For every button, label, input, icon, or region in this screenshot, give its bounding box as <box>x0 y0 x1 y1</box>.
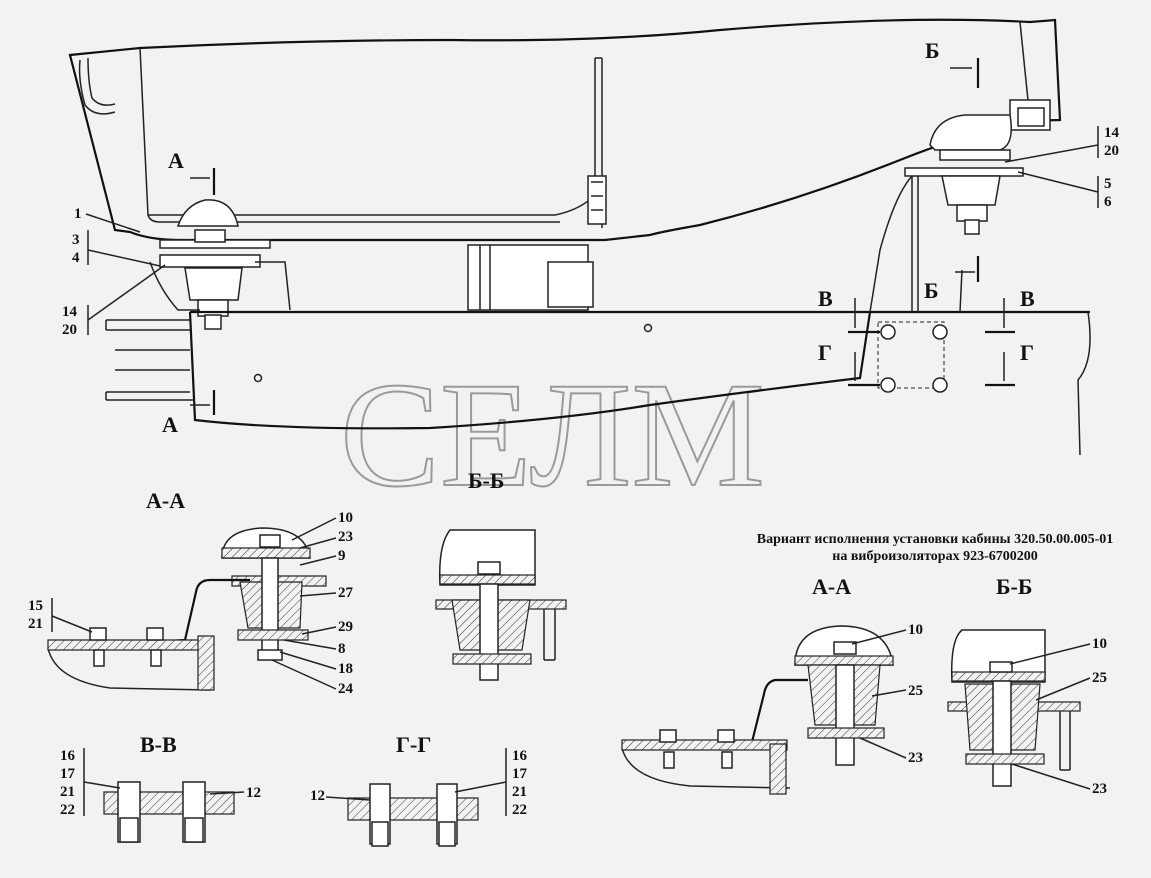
callout-aa-9: 9 <box>338 548 346 564</box>
section-bb <box>435 529 567 681</box>
variant-bb-callouts: 10 25 23 <box>1009 636 1107 797</box>
section-aa-callouts: 10 23 9 27 29 8 18 24 15 21 <box>28 510 354 697</box>
mark-b-bottom: Б <box>924 278 939 303</box>
variant-bb-title: Б-Б <box>996 574 1032 599</box>
callout-aa-23: 23 <box>338 529 353 545</box>
callout-gg-22: 22 <box>512 802 527 818</box>
callout-aa-29: 29 <box>338 619 353 635</box>
callout-20-right: 20 <box>1104 143 1119 159</box>
callout-aa-21: 21 <box>28 616 43 632</box>
section-bb-title: Б-Б <box>468 468 504 493</box>
section-aa <box>47 527 327 691</box>
watermark: СЕЛМ <box>340 352 765 518</box>
front-mount <box>149 199 291 330</box>
mark-a-top: А <box>168 148 184 173</box>
variant-caption-line1: Вариант исполнения установки кабины 320.… <box>757 532 1113 547</box>
callout-aa-27: 27 <box>338 585 354 601</box>
section-vv-title: В-В <box>140 732 177 757</box>
callout-var-aa-10: 10 <box>908 622 923 638</box>
mark-a-bottom: А <box>162 412 178 437</box>
mark-v-right: В <box>1020 286 1035 311</box>
callout-var-aa-25: 25 <box>908 683 923 699</box>
section-gg <box>347 783 479 847</box>
main-callouts: 1 3 4 14 20 14 20 5 6 <box>62 125 1120 338</box>
callout-aa-18: 18 <box>338 661 353 677</box>
mark-v-left: В <box>818 286 833 311</box>
callout-3: 3 <box>72 232 80 248</box>
section-marks: А А Б Б В В Г Г <box>162 38 1035 437</box>
section-vv-callouts: 16 17 21 22 12 <box>60 748 261 818</box>
callout-var-bb-23: 23 <box>1092 781 1107 797</box>
variant-section-bb <box>947 629 1081 787</box>
callout-vv-16: 16 <box>60 748 76 764</box>
callout-gg-16: 16 <box>512 748 528 764</box>
variant-aa-callouts: 10 25 23 <box>851 622 923 766</box>
section-gg-title: Г-Г <box>396 732 431 757</box>
callout-gg-17: 17 <box>512 766 528 782</box>
callout-aa-15: 15 <box>28 598 43 614</box>
callout-14-right: 14 <box>1104 125 1120 141</box>
chassis-frame <box>105 310 1091 456</box>
rear-mount <box>869 114 1024 313</box>
callout-4: 4 <box>72 250 80 266</box>
callout-20-left: 20 <box>62 322 77 338</box>
callout-vv-22: 22 <box>60 802 75 818</box>
section-gg-callouts: 12 16 17 21 22 <box>310 748 528 818</box>
variant-caption-line2: на виброизоляторах 923-6700200 <box>832 549 1037 564</box>
callout-var-aa-23: 23 <box>908 750 923 766</box>
section-vv <box>103 781 235 843</box>
callout-6: 6 <box>1104 194 1112 210</box>
callout-aa-24: 24 <box>338 681 354 697</box>
callout-var-bb-10: 10 <box>1092 636 1107 652</box>
callout-vv-21: 21 <box>60 784 75 800</box>
callout-gg-12: 12 <box>310 788 325 804</box>
callout-aa-8: 8 <box>338 641 346 657</box>
mark-b-top: Б <box>925 38 940 63</box>
callout-gg-21: 21 <box>512 784 527 800</box>
mark-g-left: Г <box>818 340 832 365</box>
variant-section-aa <box>621 625 894 795</box>
variant-aa-title: А-А <box>812 574 851 599</box>
section-aa-title: А-А <box>146 488 185 513</box>
callout-vv-12: 12 <box>246 785 261 801</box>
mark-g-right: Г <box>1020 340 1034 365</box>
callout-var-bb-25: 25 <box>1092 670 1107 686</box>
latch-assembly <box>467 175 607 311</box>
callout-aa-10: 10 <box>338 510 353 526</box>
callout-14-left: 14 <box>62 304 78 320</box>
callout-vv-17: 17 <box>60 766 76 782</box>
callout-1: 1 <box>74 206 82 222</box>
callout-5: 5 <box>1104 176 1112 192</box>
